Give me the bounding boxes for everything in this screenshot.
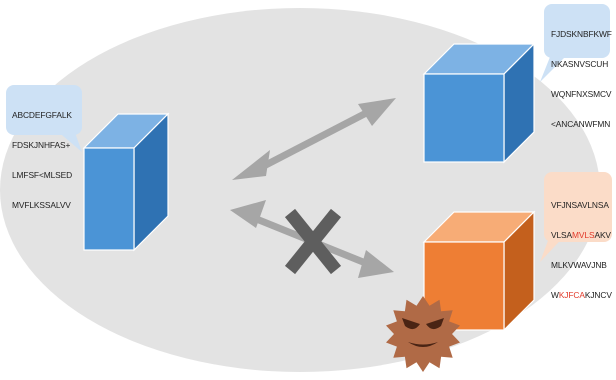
sequence-segment: VLSA (551, 230, 572, 240)
sequence-segment: MLKVWAVJNB (551, 260, 607, 270)
sequence-line: FDSKJNHFAS+ (12, 140, 72, 150)
top-right-sequence-text: FJDSKNBFKWF NKASNVSCUH WQNFNXSMCV <ANCAN… (551, 9, 612, 139)
sequence-line: ABCDEFGFALK (12, 110, 72, 120)
sequence-line: VLSAMVLSAKV (551, 230, 612, 240)
highlighted-residues: KJFCA (559, 290, 585, 300)
sequence-line: LMFSF<MLSED (12, 170, 72, 180)
sequence-line: MVFLKSSALVV (12, 200, 72, 210)
top-right-blue-cube (424, 44, 534, 162)
left-sequence-text: ABCDEFGFALK FDSKJNHFAS+ LMFSF<MLSED MVFL… (12, 90, 72, 220)
sequence-segment: AKV (594, 230, 610, 240)
sequence-line: VFJNSAVLNSA (551, 200, 612, 210)
sequence-segment: KJNCV (585, 290, 612, 300)
highlighted-residues: MVLS (572, 230, 594, 240)
sequence-line: FJDSKNBFKWF (551, 29, 612, 39)
sequence-line: WQNFNXSMCV (551, 89, 612, 99)
sequence-segment: VFJNSAVLNSA (551, 200, 609, 210)
sequence-segment: W (551, 290, 559, 300)
sequence-line: NKASNVSCUH (551, 59, 612, 69)
sequence-line: MLKVWAVJNB (551, 260, 612, 270)
sequence-line: <ANCANWFMN (551, 119, 612, 129)
bottom-right-sequence-text: VFJNSAVLNSA VLSAMVLSAKV MLKVWAVJNB WKJFC… (551, 180, 612, 310)
sequence-line: WKJFCAKJNCV (551, 290, 612, 300)
